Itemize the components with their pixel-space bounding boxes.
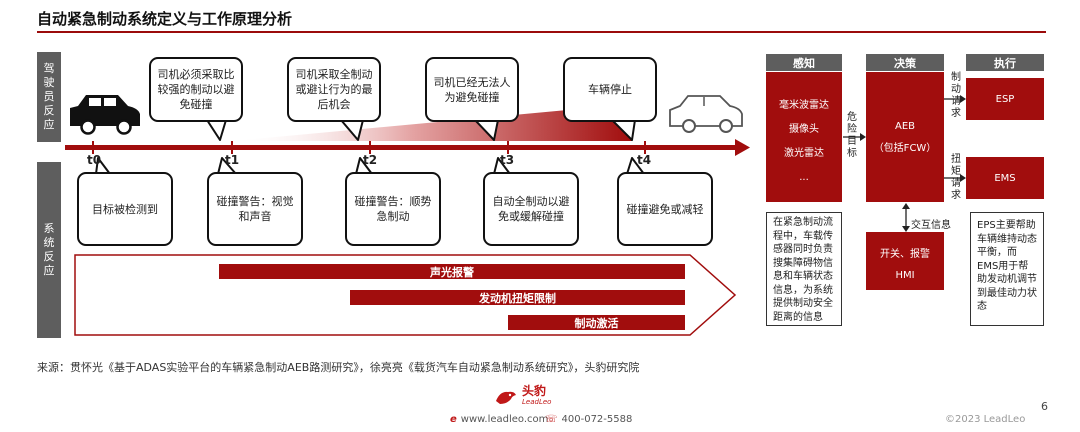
system-callout-t2: 碰撞警告：顺势急制动 bbox=[345, 172, 441, 246]
brand-name-en: LeadLeo bbox=[522, 398, 552, 406]
decision-box: AEB （包括FCW） bbox=[866, 72, 944, 202]
execution-note: EPS主要帮助车辆维持动态平衡，而EMS用于帮助发动机调节到最佳动力状态 bbox=[970, 212, 1044, 326]
leopard-logo-icon bbox=[496, 391, 516, 404]
footer-logo: 头豹 LeadLeo bbox=[494, 384, 584, 408]
col-header-execution: 执行 bbox=[966, 54, 1044, 71]
web-icon: e bbox=[450, 414, 457, 425]
system-callout-t4: 碰撞避免或减轻 bbox=[617, 172, 713, 246]
sensor-lidar: 激光雷达 bbox=[784, 148, 824, 159]
tick-t2: t2 bbox=[363, 153, 378, 167]
title-divider bbox=[37, 31, 1046, 33]
tick-t3: t3 bbox=[500, 153, 515, 167]
decision-fcw: （包括FCW） bbox=[873, 143, 937, 154]
danger-wedge bbox=[232, 104, 632, 141]
tick-t0: t0 bbox=[87, 153, 102, 167]
car-icon-left bbox=[70, 95, 140, 135]
timeline-line bbox=[65, 145, 735, 150]
sensor-camera: 摄像头 bbox=[789, 124, 819, 135]
time-markers bbox=[92, 141, 646, 154]
system-callout-t3: 自动全制动以避免或缓解碰撞 bbox=[483, 172, 579, 246]
footer-copyright: ©2023 LeadLeo bbox=[945, 414, 1026, 425]
exec-esp: ESP bbox=[966, 78, 1044, 120]
source-citation: 来源：贯怀光《基于ADAS实验平台的车辆紧急制动AEB路测研究》，徐亮亮《载货汽… bbox=[37, 361, 640, 374]
col-header-decision: 决策 bbox=[866, 54, 944, 71]
bar-brake-activation: 制动激活 bbox=[508, 315, 685, 330]
bar-audio-visual-alarm: 声光报警 bbox=[219, 264, 685, 279]
hmi-label: HMI bbox=[895, 270, 915, 281]
system-callout-t1: 碰撞警告：视觉和声音 bbox=[207, 172, 303, 246]
arrow-label-brake-request: 制动请求 bbox=[951, 72, 961, 119]
footer-phone: ☏ 400-072-5588 bbox=[545, 414, 633, 425]
car-icon-right bbox=[669, 95, 743, 133]
bar-engine-torque-limit: 发动机扭矩限制 bbox=[350, 290, 685, 305]
driver-reaction-label: 驾驶员反应 bbox=[37, 52, 61, 142]
brand-name: 头豹 bbox=[522, 384, 547, 398]
driver-callout-t1: 司机必须采取比较强的制动以避免碰撞 bbox=[149, 57, 243, 122]
tick-t4: t4 bbox=[637, 153, 652, 167]
arrow-label-danger-target: 危险目标 bbox=[847, 112, 857, 159]
hmi-box: 开关、报警 HMI bbox=[866, 232, 944, 290]
driver-callout-t3: 司机已经无法人为避免碰撞 bbox=[425, 57, 519, 122]
sensor-more: ... bbox=[799, 172, 809, 183]
tick-t1: t1 bbox=[225, 153, 240, 167]
timeline-arrowhead bbox=[735, 139, 750, 156]
exec-ems: EMS bbox=[966, 157, 1044, 199]
arrow-label-exchange: 交互信息 bbox=[911, 220, 951, 231]
system-callout-t0: 目标被检测到 bbox=[77, 172, 173, 246]
driver-callout-t4: 车辆停止 bbox=[563, 57, 657, 122]
perception-note: 在紧急制动流程中，车载传感器同时负责搜集障碍物信息和车辆状态信息，为系统提供制动… bbox=[766, 212, 842, 326]
footer-website[interactable]: e www.leadleo.com bbox=[450, 414, 549, 425]
hmi-switch-alarm: 开关、报警 bbox=[880, 249, 930, 260]
col-header-perception: 感知 bbox=[766, 54, 842, 71]
architecture-arrows bbox=[843, 95, 966, 232]
driver-callout-t2: 司机采取全制动或避让行为的最后机会 bbox=[287, 57, 381, 122]
callout-tails bbox=[95, 119, 645, 175]
perception-box: 毫米波雷达 摄像头 激光雷达 ... bbox=[766, 72, 842, 202]
phone-icon: ☏ bbox=[545, 414, 558, 425]
page-title: 自动紧急制动系统定义与工作原理分析 bbox=[37, 10, 293, 28]
decision-aeb: AEB bbox=[894, 121, 916, 132]
system-reaction-label: 系统反应 bbox=[37, 162, 61, 338]
page-number: 6 bbox=[1041, 400, 1048, 413]
arrow-label-torque-request: 扭矩请求 bbox=[951, 154, 961, 201]
sensor-mmwave-radar: 毫米波雷达 bbox=[779, 100, 829, 111]
